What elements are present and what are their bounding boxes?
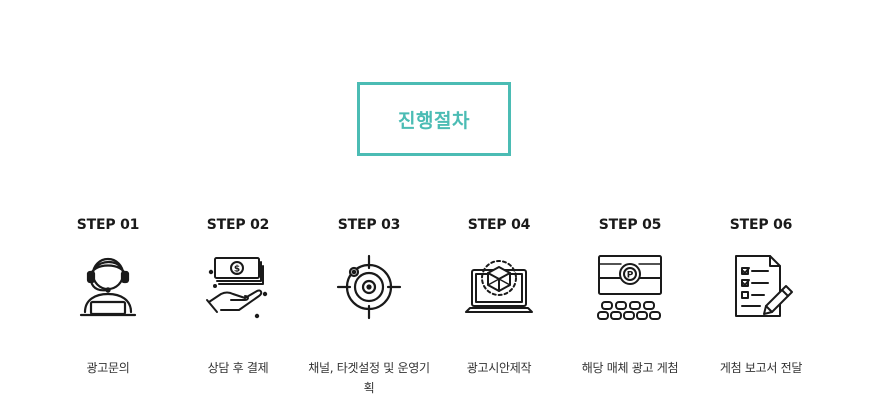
- svg-text:$: $: [234, 265, 240, 275]
- process-title-box: 진행절차: [357, 82, 511, 156]
- step-01: STEP 01 광고문의: [42, 214, 174, 378]
- step-03: STEP 03 채널, 타겟설정 및 운영기획: [303, 214, 435, 398]
- step-description: 광고시안제작: [466, 361, 532, 375]
- step-04: STEP 04 광고시안제작: [433, 214, 565, 378]
- svg-text:P: P: [627, 271, 634, 281]
- step-05: STEP 05 P 해당 매체 광고 게첨: [564, 214, 696, 378]
- step-label: STEP 04: [467, 217, 531, 233]
- payment-money-icon: $: [206, 257, 268, 319]
- step-description: 상담 후 결제: [207, 361, 269, 375]
- step-label: STEP 06: [729, 217, 793, 233]
- step-label: STEP 01: [76, 217, 140, 233]
- step-label: STEP 05: [598, 217, 662, 233]
- step-label: STEP 02: [206, 217, 270, 233]
- headset-operator-icon: [79, 257, 137, 317]
- report-checklist-icon: [735, 255, 793, 317]
- target-crosshair-icon: [336, 254, 402, 320]
- cinema-screen-icon: P: [597, 255, 662, 320]
- step-description: 채널, 타겟설정 및 운영기획: [308, 361, 430, 395]
- process-title: 진행절차: [398, 109, 470, 132]
- step-description: 게첨 보고서 전달: [719, 361, 803, 375]
- step-06: STEP 06 게첨 보고서 전달: [695, 214, 827, 378]
- step-description: 해당 매체 광고 게첨: [581, 361, 679, 375]
- step-label: STEP 03: [337, 217, 401, 233]
- step-description: 광고문의: [86, 361, 130, 375]
- laptop-3d-box-icon: [465, 260, 533, 313]
- step-02: STEP 02 $ 상담 후 결제: [172, 214, 304, 378]
